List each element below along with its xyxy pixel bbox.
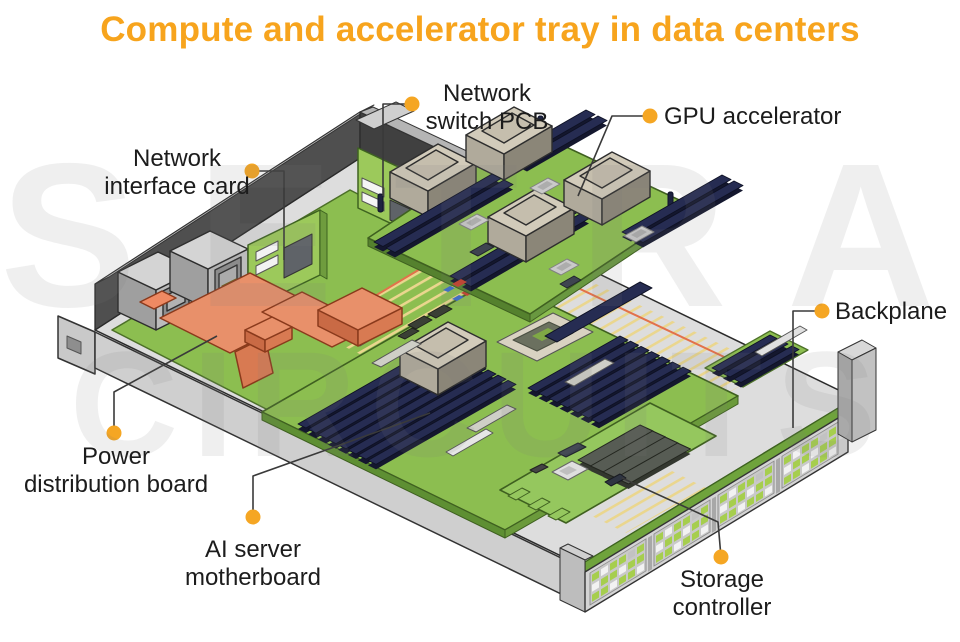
gpu-small-components	[443, 242, 582, 292]
label-backplane: Backplane	[835, 298, 948, 325]
label-power-distribution-board: Power distribution board	[23, 443, 209, 499]
leader-storage-controller	[621, 477, 722, 558]
leader-backplane	[792, 310, 822, 428]
motherboard-components	[351, 281, 653, 457]
leader-ai-server-motherboard	[252, 412, 431, 517]
label-dot	[814, 303, 830, 319]
label-dot	[404, 96, 420, 112]
label-dot	[245, 509, 261, 525]
gpu-connectors-front	[373, 173, 744, 258]
power-distribution-board-part	[139, 272, 403, 389]
leader-gpu-accelerator	[577, 115, 650, 197]
label-dot	[244, 163, 260, 179]
leader-network-interface-card	[252, 170, 285, 260]
label-dot	[106, 425, 122, 441]
label-network-switch-pcb: Network switch PCB	[425, 80, 549, 136]
leader-network-switch-pcb	[382, 103, 412, 196]
leader-lines	[113, 103, 822, 558]
leader-power-distribution-board	[113, 335, 218, 433]
front-panel	[559, 339, 877, 613]
storage-controller-part	[529, 442, 627, 487]
label-gpu-accelerator: GPU accelerator	[664, 103, 842, 130]
label-dots	[106, 96, 830, 565]
label-storage-controller: Storage controller	[672, 566, 772, 622]
dimm-bank-right	[527, 335, 692, 429]
label-network-interface-card: Network interface card	[104, 145, 250, 201]
label-dot	[642, 108, 658, 124]
label-ai-server-motherboard: AI server motherboard	[184, 536, 322, 592]
label-dot	[713, 549, 729, 565]
storage-modules	[577, 424, 691, 489]
page-title: Compute and accelerator tray in data cen…	[100, 10, 860, 49]
